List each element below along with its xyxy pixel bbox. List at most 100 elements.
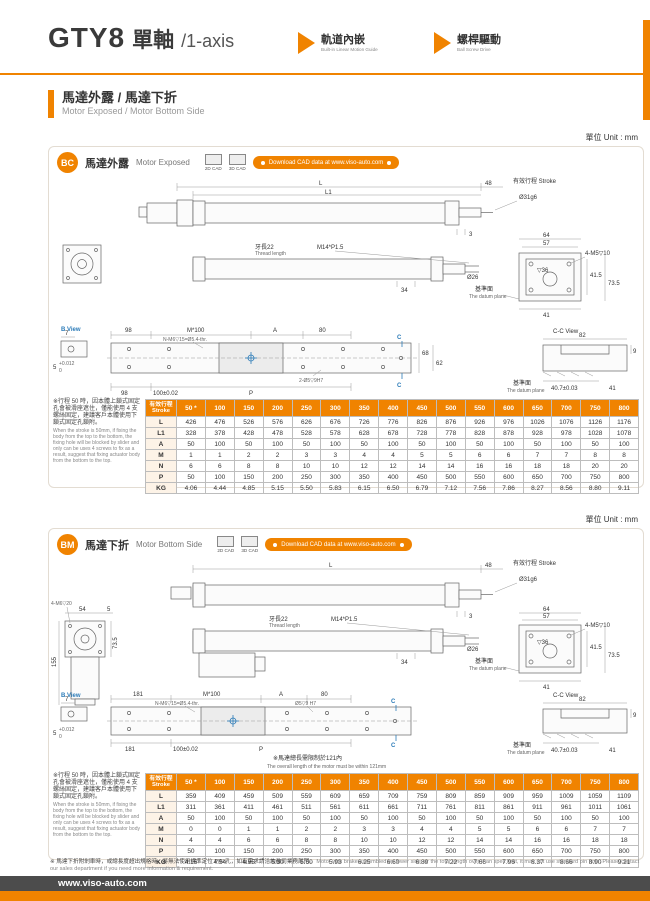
dim-41-cc: 41 xyxy=(609,748,616,754)
value-cell: 6 xyxy=(522,823,553,836)
download-cad-button[interactable]: Download CAD data at www.viso-auto.com xyxy=(252,156,400,169)
note-cn: ※行程 50 時，因本體上鎖式固定孔會被滑座遮住，僅能使用 4 支螺絲固定，建議… xyxy=(53,773,141,801)
dim-73-5: 73.5 xyxy=(608,653,620,659)
value-cell: 7.12 xyxy=(435,482,466,495)
stroke-column-header: 650 xyxy=(522,398,553,418)
value-cell: 861 xyxy=(493,801,524,814)
value-cell: 459 xyxy=(233,790,264,803)
feature-en: Built-in Linear Motion Guide xyxy=(321,46,378,52)
value-cell: 1076 xyxy=(551,416,582,429)
value-cell: 12 xyxy=(407,834,437,847)
section-name-en: Motor Exposed xyxy=(136,158,190,167)
value-cell: 759 xyxy=(407,790,437,803)
value-cell: 411 xyxy=(233,801,264,814)
value-cell: 50 xyxy=(349,812,380,825)
hole-callout: N-M6▽15=Ø5.4-thr. xyxy=(163,337,207,343)
corner-holes-side-callout: 4-M6▽20 xyxy=(51,601,72,607)
row-label: L1 xyxy=(145,427,177,440)
section-name-cn: 馬達下折 xyxy=(85,539,129,552)
thread-length-en: Thread length xyxy=(255,251,286,257)
download-cad-button[interactable]: Download CAD data at www.viso-auto.com xyxy=(265,538,412,551)
value-cell: 1109 xyxy=(609,790,639,803)
value-cell: 2 xyxy=(262,449,293,462)
value-cell: 100 xyxy=(378,812,408,825)
stroke-column-header: 200 xyxy=(262,772,293,792)
value-cell: 3 xyxy=(320,449,351,462)
value-cell: 10 xyxy=(320,460,351,473)
value-cell: 4 xyxy=(204,834,235,847)
dim-3: 3 xyxy=(469,232,473,238)
value-cell: 700 xyxy=(551,471,582,484)
value-cell: 250 xyxy=(291,845,322,858)
value-cell: 1 xyxy=(204,449,235,462)
bm-cc-view: C-C View 82 9 基準面 The datum plane 40.7±0… xyxy=(507,693,637,756)
cad-3d-icon[interactable]: 3D CAD xyxy=(228,154,246,171)
dim-48: 48 xyxy=(485,563,492,569)
cad-2d-icon[interactable]: 2D CAD xyxy=(217,536,235,553)
stroke-column-header: 250 xyxy=(291,398,322,418)
value-cell: 6 xyxy=(233,834,264,847)
dim-100-tol: 100±0.02 xyxy=(173,747,199,753)
value-cell: 100 xyxy=(493,438,524,451)
corner-holes-callout: 4-M5▽10 xyxy=(585,623,611,629)
value-cell: 400 xyxy=(378,845,408,858)
dim-5: 5 xyxy=(53,731,57,737)
value-cell: 528 xyxy=(291,427,322,440)
value-cell: 828 xyxy=(464,427,495,440)
dim-41-5: 41.5 xyxy=(590,273,602,279)
value-cell: 100 xyxy=(262,438,293,451)
model-name: GTY8 xyxy=(48,22,126,53)
value-cell: 6.50 xyxy=(378,482,408,495)
value-cell: 4.85 xyxy=(233,482,264,495)
value-cell: 4 xyxy=(349,449,380,462)
value-cell: 6 xyxy=(551,823,582,836)
bc-side-view: L L1 48 有效行程 Stroke Ø31g6 3 xyxy=(138,177,557,238)
value-cell: 300 xyxy=(320,845,351,858)
value-cell: 20 xyxy=(609,460,639,473)
stroke-column-header: 350 xyxy=(349,398,380,418)
dim-34: 34 xyxy=(401,288,408,294)
value-cell: 12 xyxy=(378,460,408,473)
value-cell: 50 xyxy=(407,812,437,825)
value-cell: 6 xyxy=(262,834,293,847)
value-cell: 9.21 xyxy=(609,856,639,869)
dim-9: 9 xyxy=(633,713,637,719)
cc-view-label: C-C View xyxy=(553,329,579,335)
value-cell: 500 xyxy=(435,845,466,858)
section-mark-c: C xyxy=(391,699,396,705)
dim-L: L xyxy=(319,181,323,187)
pin-callout: 2-Ø5▽9H7 xyxy=(299,378,323,384)
cad-2d-icon[interactable]: 2D CAD xyxy=(204,154,222,171)
value-cell: 628 xyxy=(349,427,380,440)
value-cell: 961 xyxy=(551,801,582,814)
value-cell: 8.90 xyxy=(580,856,611,869)
bm-technical-drawings: L 48 有效行程 Stroke Ø31g6 3 54 5 xyxy=(51,559,637,770)
stroke-column-header: 150 xyxy=(233,772,264,792)
value-cell: 926 xyxy=(464,416,495,429)
value-cell: 50 xyxy=(464,812,495,825)
cad-file-icon xyxy=(241,536,259,547)
bc-technical-drawings: L L1 48 有效行程 Stroke Ø31g6 3 xyxy=(53,177,637,397)
dim-36: ▽36 xyxy=(537,640,549,646)
dim-41: 41 xyxy=(543,313,550,319)
dim-64: 64 xyxy=(543,233,550,239)
value-cell: 100 xyxy=(609,438,639,451)
cad-3d-icon[interactable]: 3D CAD xyxy=(241,536,259,553)
value-cell: 8 xyxy=(262,460,293,473)
stroke-column-header: 700 xyxy=(551,772,582,792)
cad-file-icon xyxy=(204,154,222,165)
value-cell: 200 xyxy=(262,845,293,858)
dim-36: ▽36 xyxy=(537,268,549,274)
value-cell: 8.80 xyxy=(580,482,611,495)
dim-5-tol-lo: 0 xyxy=(59,368,62,374)
website-url[interactable]: www.viso-auto.com xyxy=(58,878,147,889)
feature-text: 螺桿驅動 Ball Screw Drive xyxy=(457,34,501,52)
value-cell: 10 xyxy=(349,834,380,847)
value-cell: 928 xyxy=(522,427,553,440)
value-cell: 6.15 xyxy=(349,482,380,495)
